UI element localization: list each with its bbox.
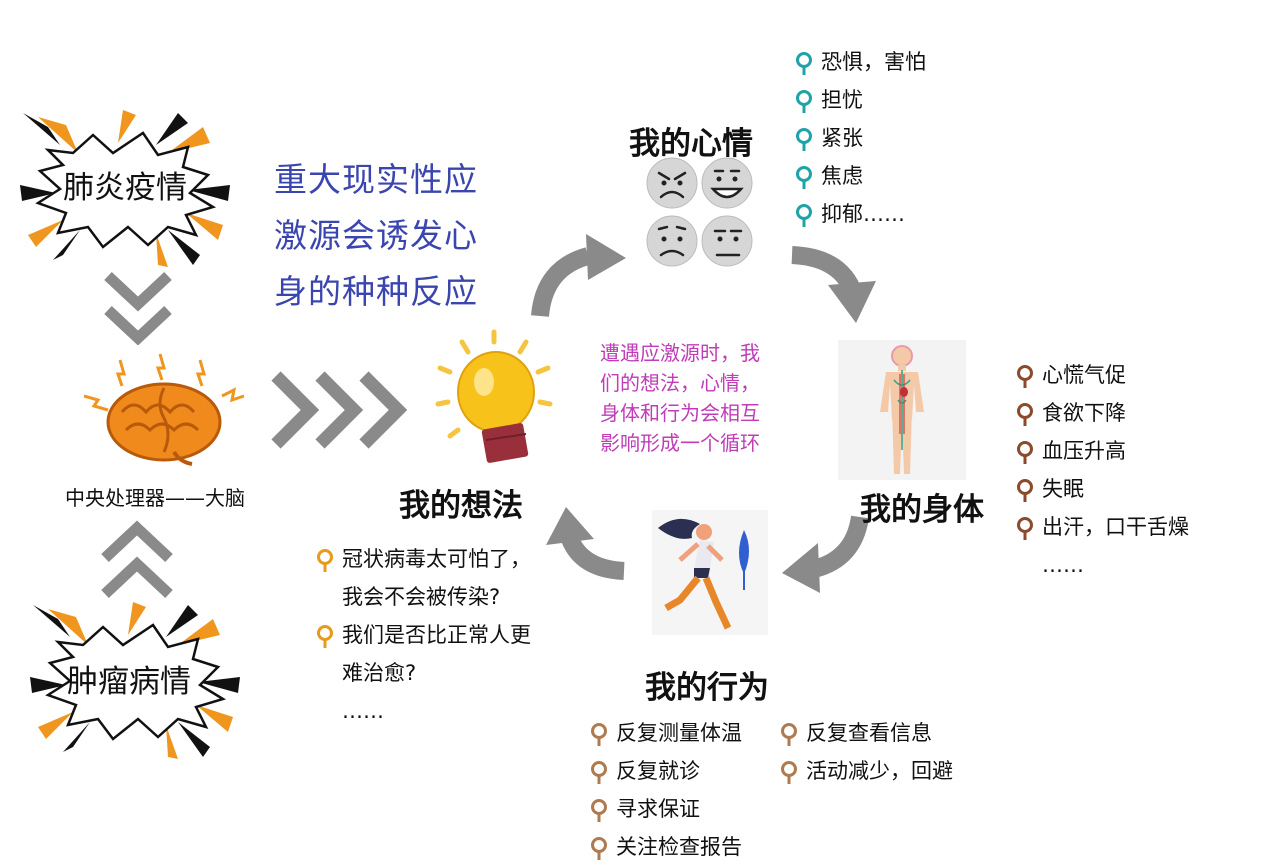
location-pin-icon xyxy=(1017,479,1033,502)
mood-title: 我的心情 xyxy=(629,126,753,162)
cycle-description: 遭遇应激源时，我 们的想法，心情， 身体和行为会相互 影响形成一个循环 xyxy=(600,338,800,458)
location-pin-icon xyxy=(796,166,812,189)
mood-item: 焦虑 xyxy=(821,164,863,188)
body-item: 血压升高 xyxy=(1042,439,1126,463)
list-item: 紧张 xyxy=(793,119,926,157)
body-item: 失眠 xyxy=(1042,477,1084,501)
list-item-continuation: 我会不会被传染? xyxy=(342,585,501,609)
list-item: 食欲下降 xyxy=(1014,394,1189,432)
pneumonia-label: 肺炎疫情 xyxy=(63,170,187,206)
behavior-item: 反复测量体温 xyxy=(616,721,742,745)
location-pin-icon xyxy=(591,837,607,860)
arrow-behavior-to-thought-icon xyxy=(546,507,625,580)
list-item: 反复测量体温 xyxy=(588,714,742,752)
behavior-title: 我的行为 xyxy=(645,670,769,706)
list-item: 担忧 xyxy=(793,81,926,119)
arrow-thought-to-mood-icon xyxy=(531,234,626,318)
behavior-item: 反复就诊 xyxy=(616,759,700,783)
stress-text-line-3: 身的种种反应 xyxy=(274,272,478,311)
body-item: 心慌气促 xyxy=(1042,363,1126,387)
body-item: 出汗，口干舌燥 xyxy=(1042,515,1189,539)
body-ellipsis: …… xyxy=(1042,553,1084,577)
cycle-text-line-4: 影响形成一个循环 xyxy=(600,431,760,455)
tumor-label: 肿瘤病情 xyxy=(67,664,191,700)
thoughts-list: 冠状病毒太可怕了， 我会不会被传染? 我们是否比正常人更 难治愈? …… xyxy=(314,540,531,730)
location-pin-icon xyxy=(317,549,333,572)
list-item: 失眠 xyxy=(1014,470,1189,508)
list-item: 冠状病毒太可怕了， xyxy=(314,540,531,578)
location-pin-icon xyxy=(1017,403,1033,426)
list-item: 心慌气促 xyxy=(1014,356,1189,394)
list-item-continuation: 难治愈? xyxy=(342,661,417,685)
body-list: 心慌气促 食欲下降 血压升高 失眠 出汗，口干舌燥 …… xyxy=(1014,356,1189,584)
location-pin-icon xyxy=(1017,441,1033,464)
chevron-down-icon xyxy=(104,271,172,345)
behavior-item: 反复查看信息 xyxy=(806,721,932,745)
arrow-body-to-behavior-icon xyxy=(782,515,869,593)
list-item: 出汗，口干舌燥 xyxy=(1014,508,1189,546)
location-pin-icon xyxy=(1017,517,1033,540)
list-item: 反复查看信息 xyxy=(778,714,953,752)
brain-caption: 中央处理器——大脑 xyxy=(65,486,245,510)
list-item: 活动减少，回避 xyxy=(778,752,953,790)
cycle-text-line-3: 身体和行为会相互 xyxy=(600,401,760,425)
arrow-mood-to-body-icon xyxy=(791,246,876,323)
list-item: 我们是否比正常人更 xyxy=(314,616,531,654)
running-woman-icon xyxy=(652,510,768,635)
behavior-item: 寻求保证 xyxy=(616,797,700,821)
pneumonia-burst-icon xyxy=(20,110,230,267)
location-pin-icon xyxy=(781,723,797,746)
thoughts-ellipsis: …… xyxy=(342,699,384,723)
behavior-item: 活动减少，回避 xyxy=(806,759,953,783)
list-item: 焦虑 xyxy=(793,157,926,195)
brain-icon xyxy=(83,353,245,466)
human-body-icon xyxy=(838,340,966,480)
mood-item: 紧张 xyxy=(821,126,863,150)
cycle-text-line-2: 们的想法，心情， xyxy=(600,371,760,395)
list-item: 恐惧，害怕 xyxy=(793,43,926,81)
behavior-item: 关注检查报告 xyxy=(616,835,742,859)
mood-item: 抑郁…… xyxy=(821,202,905,226)
mood-list: 恐惧，害怕 担忧 紧张 焦虑 抑郁…… xyxy=(793,43,926,233)
mood-item: 担忧 xyxy=(821,88,863,112)
thought-item-line: 我们是否比正常人更 xyxy=(342,623,531,647)
chevron-right-icon xyxy=(271,371,408,449)
stress-text-line-1: 重大现实性应 xyxy=(274,160,478,199)
location-pin-icon xyxy=(591,761,607,784)
list-item: 关注检查报告 xyxy=(588,828,742,866)
location-pin-icon xyxy=(1017,365,1033,388)
mood-item: 恐惧，害怕 xyxy=(821,50,926,74)
body-title: 我的身体 xyxy=(860,492,984,528)
location-pin-icon xyxy=(796,52,812,75)
behavior-list-col2: 反复查看信息 活动减少，回避 xyxy=(778,714,953,790)
faces-icon xyxy=(646,157,753,267)
body-item: 食欲下降 xyxy=(1042,401,1126,425)
location-pin-icon xyxy=(781,761,797,784)
lightbulb-icon xyxy=(435,329,553,463)
list-item: 血压升高 xyxy=(1014,432,1189,470)
behavior-list-col1: 反复测量体温 反复就诊 寻求保证 关注检查报告 xyxy=(588,714,742,866)
list-item: 反复就诊 xyxy=(588,752,742,790)
location-pin-icon xyxy=(796,128,812,151)
location-pin-icon xyxy=(796,204,812,227)
thoughts-title: 我的想法 xyxy=(399,488,523,524)
tumor-burst-icon xyxy=(30,602,240,759)
chevron-up-icon xyxy=(101,520,173,599)
list-item: 寻求保证 xyxy=(588,790,742,828)
stress-text-line-2: 激源会诱发心 xyxy=(274,216,478,255)
cycle-text-line-1: 遭遇应激源时，我 xyxy=(600,341,760,365)
location-pin-icon xyxy=(317,625,333,648)
location-pin-icon xyxy=(591,799,607,822)
location-pin-icon xyxy=(591,723,607,746)
thought-item-line: 冠状病毒太可怕了， xyxy=(342,547,531,571)
list-item: 抑郁…… xyxy=(793,195,926,233)
location-pin-icon xyxy=(796,90,812,113)
